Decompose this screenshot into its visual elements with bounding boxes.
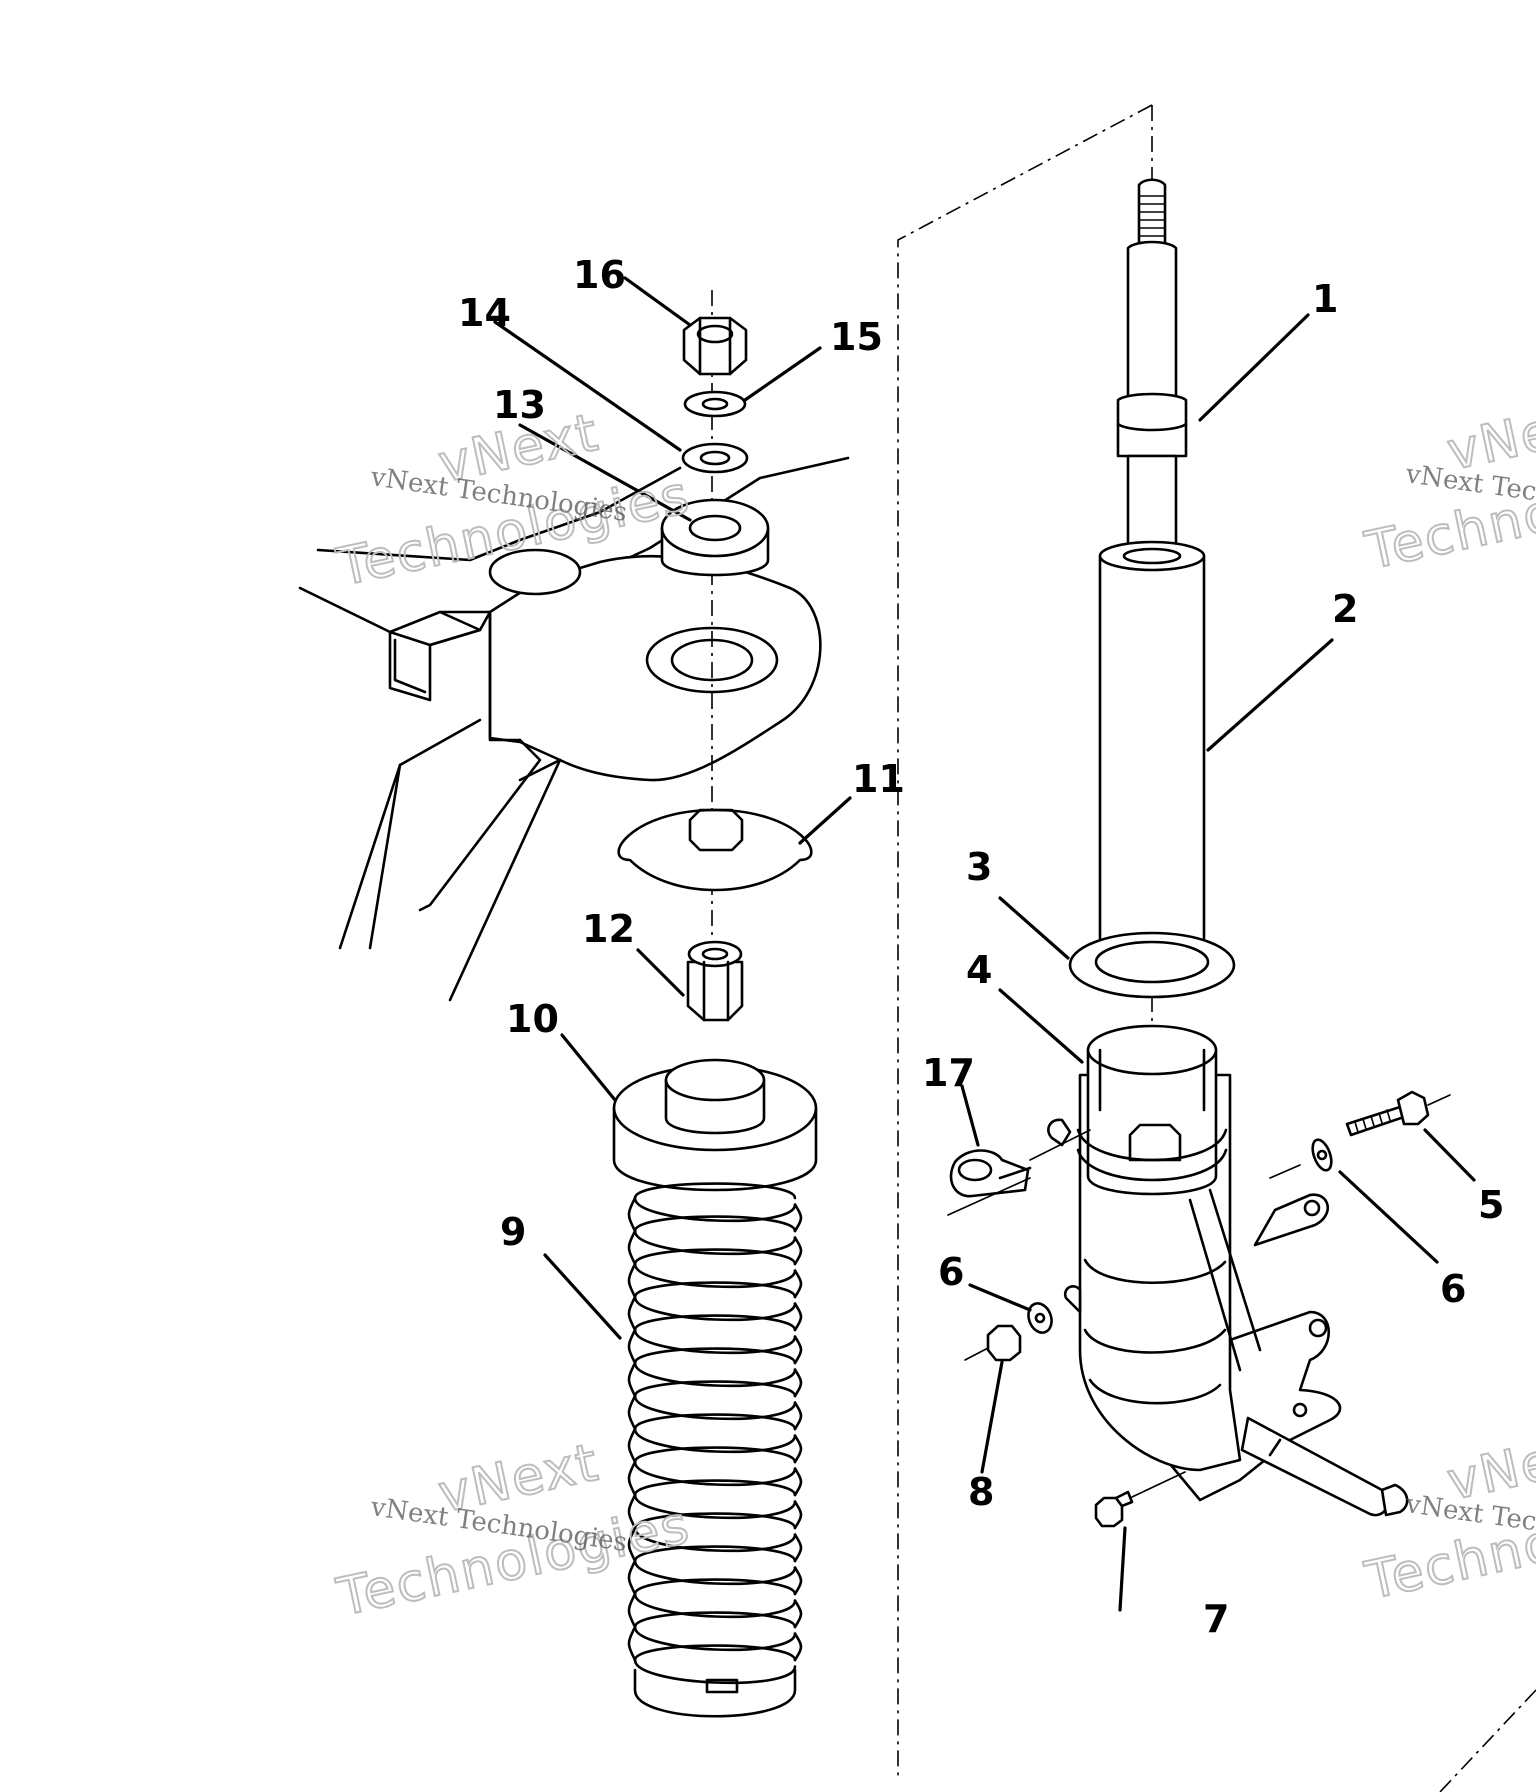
callout-2: 2 xyxy=(1332,587,1358,631)
washer-14 xyxy=(681,442,749,474)
callout-6-right: 6 xyxy=(1440,1267,1466,1311)
washer-15 xyxy=(683,390,747,418)
coil-spring-9 xyxy=(627,1182,803,1718)
callout-10: 10 xyxy=(506,997,559,1041)
callout-13: 13 xyxy=(493,383,546,427)
cap-11 xyxy=(617,808,813,892)
bushing-13 xyxy=(660,498,770,577)
shaft-1 xyxy=(1116,178,1188,562)
frame-arm xyxy=(298,456,850,1002)
callout-14: 14 xyxy=(458,291,511,335)
nut-12 xyxy=(686,940,744,1022)
callout-9: 9 xyxy=(500,1210,526,1254)
panel-boundary xyxy=(897,104,1536,1792)
leader-lines xyxy=(493,276,1476,1612)
callout-4: 4 xyxy=(966,948,992,992)
callout-12: 12 xyxy=(582,907,635,951)
spindle-housing-4 xyxy=(1076,1024,1390,1517)
callout-11: 11 xyxy=(852,757,905,801)
callout-5: 5 xyxy=(1478,1183,1504,1227)
washer-6-left xyxy=(1027,1285,1082,1334)
screw-7 xyxy=(1094,1471,1186,1528)
nut-16 xyxy=(682,316,748,376)
washer-3 xyxy=(1068,931,1236,999)
callout-1: 1 xyxy=(1312,277,1338,321)
callout-numbers: 1 2 3 4 5 6 6 7 8 9 10 11 12 13 14 15 16… xyxy=(458,253,1504,1641)
axle-tip xyxy=(1380,1483,1409,1517)
callout-16: 16 xyxy=(573,253,626,297)
shock-body-2 xyxy=(1098,540,1206,963)
clip-17 xyxy=(947,1118,1091,1216)
callout-3: 3 xyxy=(966,845,992,889)
spring-seat-10 xyxy=(612,1058,818,1192)
bolt-5 xyxy=(1345,1090,1451,1137)
callout-7: 7 xyxy=(1203,1597,1229,1641)
washer-6-right xyxy=(1269,1138,1333,1179)
nut-8 xyxy=(964,1324,1022,1362)
callout-15: 15 xyxy=(830,315,883,359)
callout-8: 8 xyxy=(968,1470,994,1514)
callout-17: 17 xyxy=(922,1051,975,1095)
callout-6-left: 6 xyxy=(938,1250,964,1294)
